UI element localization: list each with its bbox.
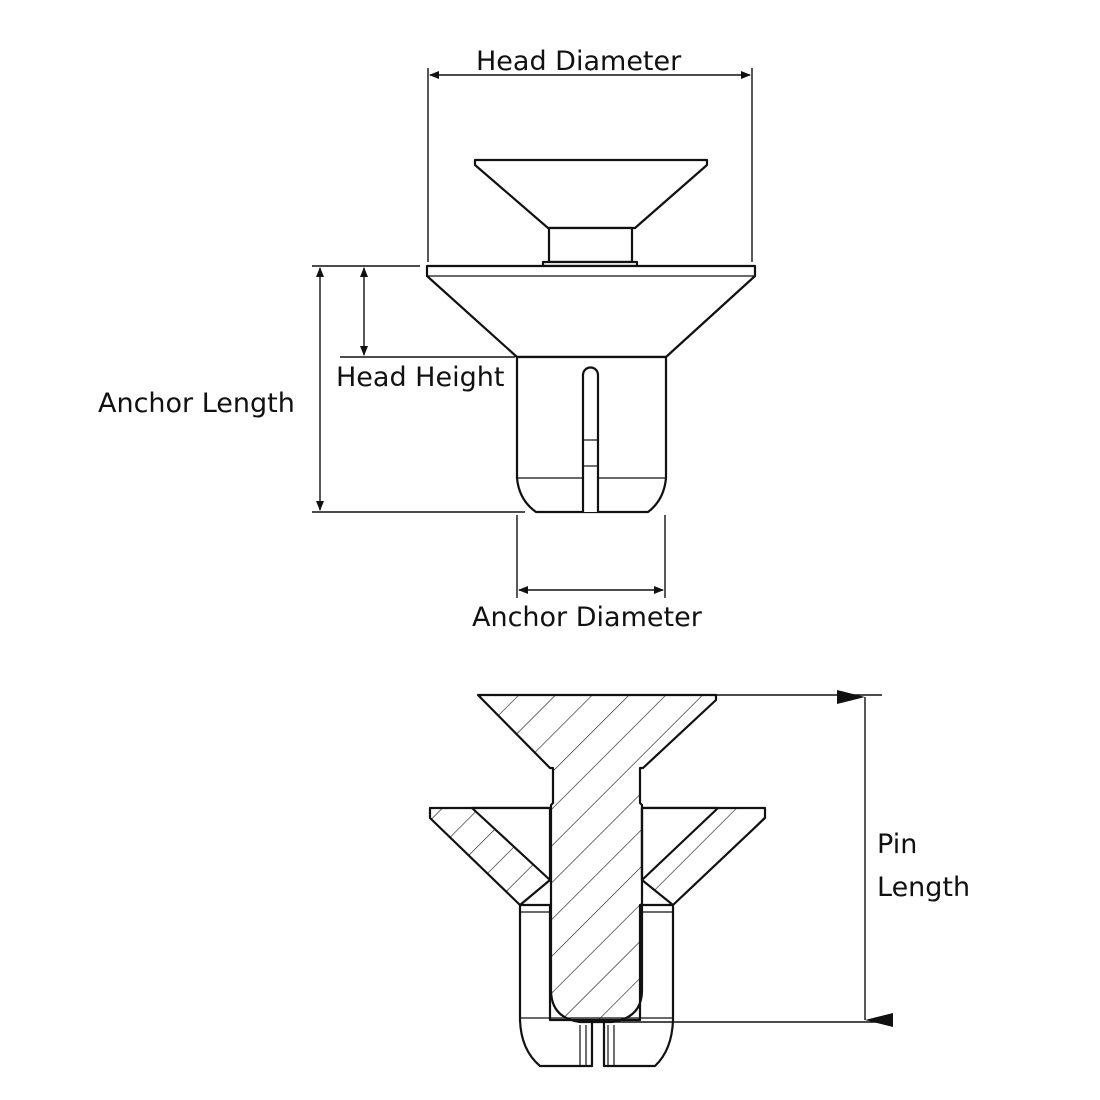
- anchor-diameter-label: Anchor Diameter: [472, 602, 703, 633]
- pin-neck: [547, 226, 634, 264]
- head-height-label: Head Height: [336, 362, 504, 393]
- anchor-length-dimension: [312, 265, 525, 513]
- pin-head: [473, 158, 709, 230]
- head-diameter-label: Head Diameter: [476, 46, 682, 77]
- anchor-diameter-dimension: [516, 515, 666, 598]
- pin-length-label-line1: Pin: [877, 829, 917, 860]
- pin-length-dimension: [600, 690, 893, 1027]
- pin-length-label-line2: Length: [877, 872, 970, 903]
- head-diameter-dimension: [427, 68, 753, 262]
- rivet-cross-section: [428, 693, 767, 1068]
- anchor-length-label: Anchor Length: [98, 388, 295, 419]
- anchor-body-section: [518, 903, 675, 1068]
- head-height-dimension: [340, 265, 515, 358]
- anchor-flange: [425, 264, 757, 359]
- rivet-side-view: [425, 158, 757, 514]
